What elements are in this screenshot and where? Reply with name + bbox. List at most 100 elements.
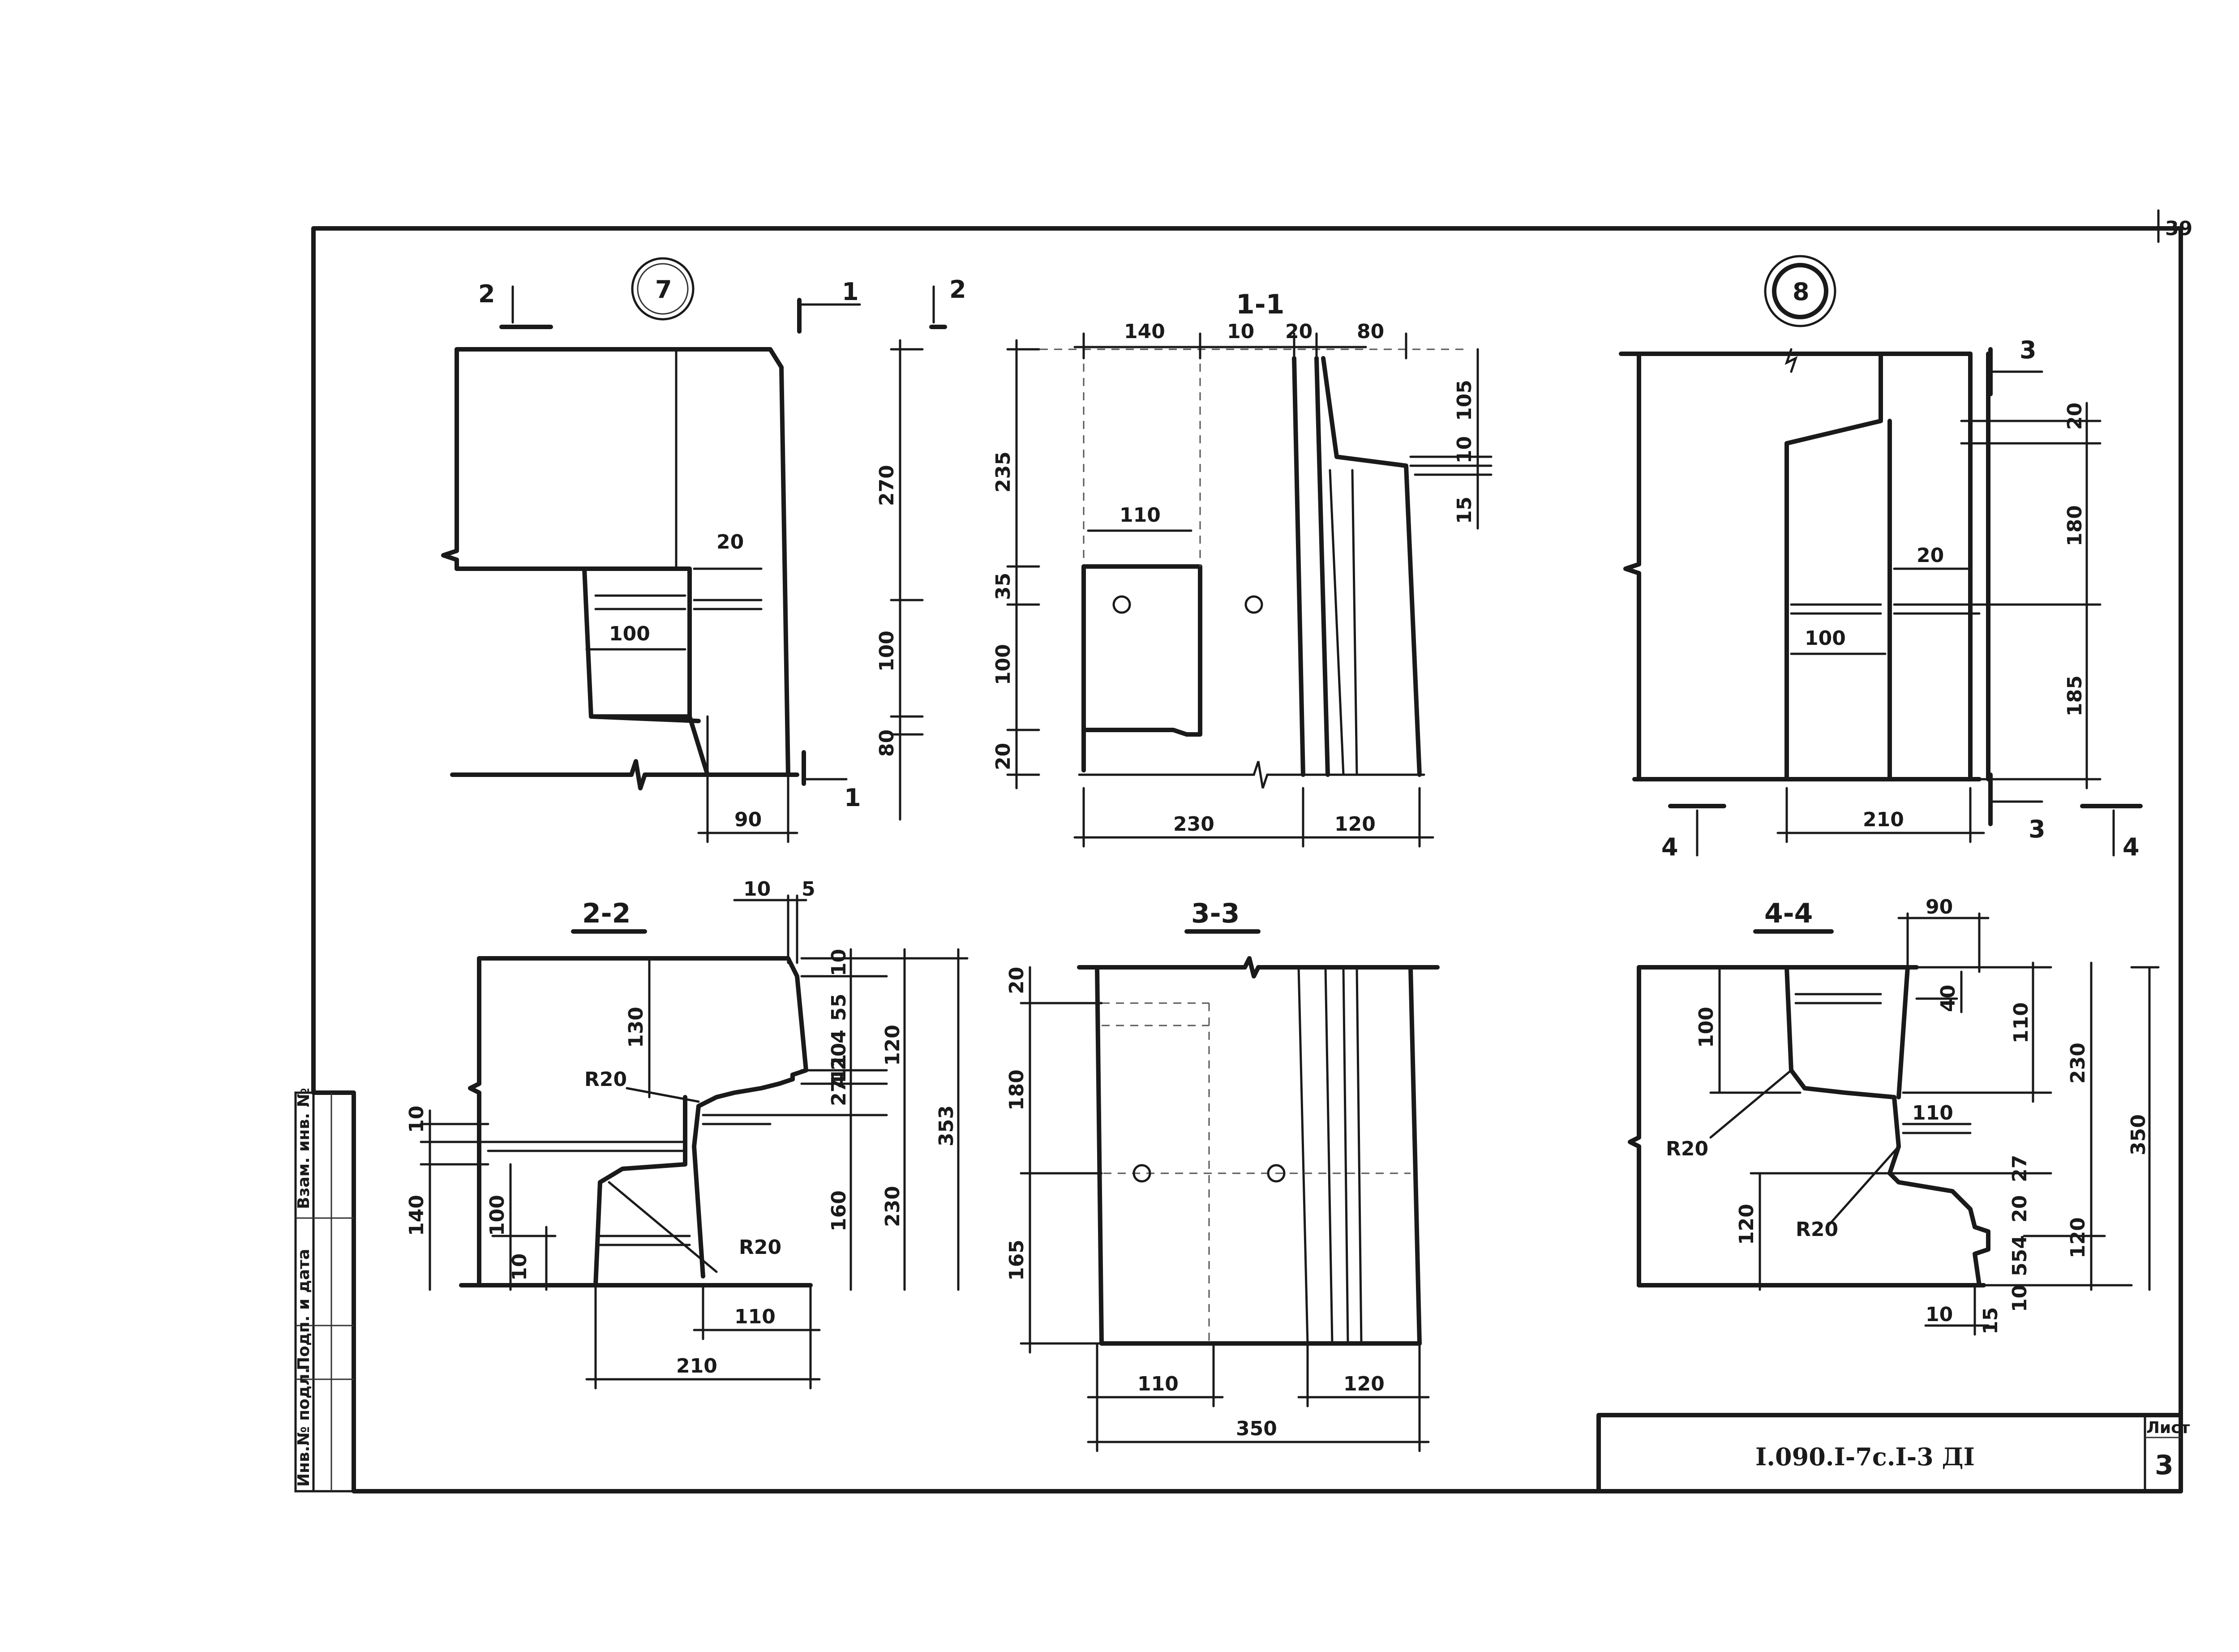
- s22-dim-140: 140: [405, 1195, 428, 1236]
- s11-dim-120: 120: [1334, 813, 1376, 836]
- s22-dim-4: 4: [828, 1030, 850, 1043]
- n7-dim-100: 100: [875, 631, 898, 672]
- n8-dim-210: 210: [1863, 808, 1904, 831]
- s22-dim-120: 120: [881, 1025, 904, 1066]
- s44-r20-bottom: R20: [1796, 1218, 1838, 1241]
- s22-dim-11: 11: [828, 1054, 850, 1081]
- s22-dim-100: 100: [486, 1195, 509, 1236]
- s44-dim-90: 90: [1926, 896, 1953, 918]
- s44-r20-top: R20: [1666, 1137, 1708, 1160]
- section-mark-4-left: 4: [1661, 833, 1678, 861]
- drawing-code: I.090.I-7c.I-3 ДI: [1755, 1442, 1975, 1471]
- s33-dim-350: 350: [1236, 1417, 1277, 1440]
- sheet-frame: 39: [294, 209, 2192, 1493]
- n8-dim-100: 100: [1805, 627, 1846, 650]
- section-mark-1-bottom: 1: [844, 784, 861, 812]
- s33-dim-180: 180: [1005, 1069, 1028, 1111]
- section-1-1-view: 1-1 235 35 100 20 140 10 20 80 110 105 1…: [992, 289, 1493, 848]
- section-mark-3-bottom: 3: [2029, 815, 2046, 843]
- s11-dim-10b: 10: [1453, 436, 1476, 463]
- stamp-field-replace: Взам. инв. №: [295, 1088, 313, 1209]
- s44-dim-554: 554: [2008, 1235, 2031, 1276]
- s22-dim-10c: 10: [405, 1106, 428, 1133]
- section-mark-3-top: 3: [2020, 336, 2037, 364]
- s44-dim-10: 10: [2008, 1285, 2031, 1312]
- s11-dim-80: 80: [1357, 320, 1384, 343]
- s22-dim-210: 210: [676, 1355, 717, 1377]
- s11-dim-110: 110: [1120, 504, 1161, 527]
- title-block: I.090.I-7c.I-3 ДI Лист 3: [1596, 1413, 2190, 1493]
- s22-r20-bottom: R20: [739, 1236, 781, 1259]
- section-mark-2-left: 2: [478, 280, 495, 308]
- s22-dim-10: 10: [743, 878, 771, 901]
- s11-dim-105: 105: [1453, 380, 1476, 421]
- stamp-field-inv: Инв.№ подл.: [295, 1368, 313, 1487]
- sheet-number: 3: [2155, 1450, 2174, 1481]
- s11-dim-100: 100: [992, 644, 1015, 685]
- s11-dim-20: 20: [1285, 320, 1313, 343]
- s44-dim-230: 230: [2067, 1043, 2089, 1084]
- s33-dim-120: 120: [1343, 1373, 1385, 1395]
- section-2-2-title: 2-2: [582, 898, 631, 929]
- s22-dim-353: 353: [935, 1105, 958, 1146]
- s22-dim-5: 5: [802, 878, 815, 901]
- node-7-view: 7 2 2 1 1 270 100 80 20 100 90: [441, 257, 966, 843]
- s44-dim-27: 27: [2008, 1155, 2031, 1182]
- n8-dim-180: 180: [2063, 505, 2086, 546]
- s44-dim-15: 15: [1979, 1307, 2002, 1334]
- section-mark-1-top: 1: [842, 278, 859, 306]
- s22-dim-27: 27: [828, 1079, 850, 1106]
- sheet-label: Лист: [2146, 1419, 2190, 1437]
- n7-dim-20: 20: [716, 531, 744, 554]
- section-3-3-title: 3-3: [1191, 898, 1240, 929]
- s22-dim-130: 130: [625, 1007, 648, 1048]
- s33-dim-165: 165: [1005, 1240, 1028, 1281]
- section-mark-2-right: 2: [949, 275, 966, 304]
- s44-dim-120: 120: [1735, 1204, 1758, 1245]
- n8-dim-20: 20: [2063, 403, 2086, 430]
- section-4-4-title: 4-4: [1764, 898, 1813, 929]
- s33-dim-110: 110: [1137, 1373, 1179, 1395]
- s11-dim-10: 10: [1227, 320, 1254, 343]
- section-4-4-view: 4-4 90 100 40 110 230 350 R20 R20 110 12…: [1628, 896, 2160, 1336]
- s11-dim-140: 140: [1124, 320, 1165, 343]
- s22-dim-20: 20: [828, 1043, 850, 1070]
- s11-dim-35: 35: [992, 573, 1015, 600]
- s44-dim-100: 100: [1695, 1007, 1718, 1048]
- s22-dim-4b: 4: [828, 1074, 850, 1088]
- stamp-strip: Инв.№ подл. Подп. и дата Взам. инв. №: [295, 1088, 354, 1493]
- s11-dim-20b: 20: [992, 743, 1015, 770]
- s33-dim-20: 20: [1005, 967, 1028, 994]
- s44-dim-10b: 10: [1926, 1303, 1953, 1326]
- s22-r20-top: R20: [584, 1068, 627, 1091]
- s22-dim-10b: 10: [828, 949, 850, 976]
- s44-dim-110b: 110: [1912, 1102, 1953, 1124]
- s22-dim-10d: 10: [508, 1253, 531, 1281]
- s44-dim-20: 20: [2008, 1195, 2031, 1223]
- node-7-marker: 7: [655, 275, 672, 304]
- s11-dim-235: 235: [992, 451, 1015, 493]
- n7-dim-80: 80: [875, 729, 898, 757]
- n7-dim-90: 90: [734, 808, 762, 831]
- s11-dim-230: 230: [1173, 813, 1214, 836]
- section-1-1-title: 1-1: [1236, 289, 1284, 320]
- s22-dim-55: 55: [828, 994, 850, 1021]
- s22-dim-230: 230: [881, 1186, 904, 1227]
- s44-dim-120b: 120: [2067, 1217, 2089, 1258]
- s11-dim-15: 15: [1453, 497, 1476, 524]
- s22-dim-160: 160: [828, 1190, 850, 1231]
- s44-dim-40: 40: [1937, 985, 1960, 1012]
- n7-dim-270: 270: [875, 465, 898, 506]
- node-8-marker: 8: [1793, 278, 1810, 306]
- s44-dim-110: 110: [2010, 1002, 2033, 1043]
- stamp-field-sign: Подп. и дата: [295, 1249, 313, 1370]
- sheet-number-top: 39: [2165, 217, 2192, 240]
- n8-dim-185: 185: [2063, 675, 2086, 717]
- n7-dim-100b: 100: [609, 622, 650, 645]
- s22-dim-110: 110: [734, 1305, 776, 1328]
- s44-dim-350: 350: [2127, 1114, 2150, 1155]
- section-3-3-view: 3-3 20 180 165 110 120 350: [1005, 898, 1440, 1452]
- n8-dim-20b: 20: [1917, 544, 1944, 567]
- node-8-view: 8 3 3 4 4 20 180 185 20 100 210: [1619, 255, 2143, 861]
